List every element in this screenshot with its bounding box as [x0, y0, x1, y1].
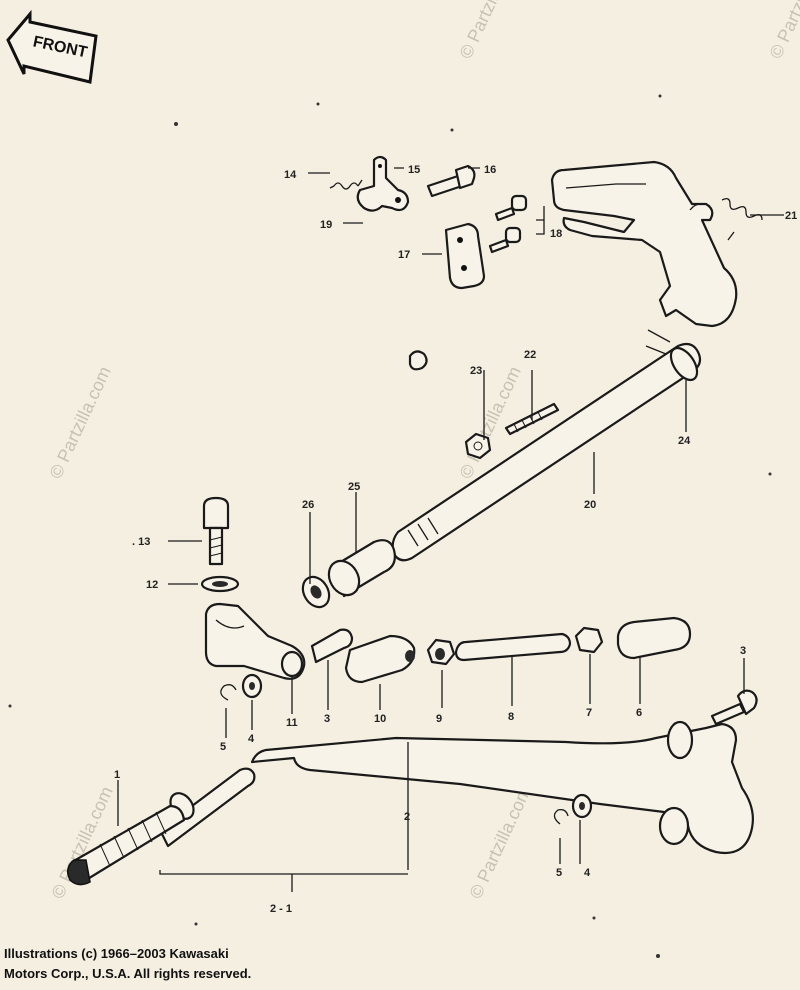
- callout-9: 9: [436, 713, 442, 725]
- clip-part: [408, 350, 428, 371]
- copyright-line-2: Motors Corp., U.S.A. All rights reserved…: [4, 966, 252, 981]
- callout-24: 24: [678, 435, 691, 447]
- nut-part-7: [574, 626, 604, 654]
- callout-23: 23: [470, 365, 482, 377]
- brake-shaft-part-20: [391, 342, 702, 562]
- washer-part-12: [200, 575, 240, 593]
- copyright-line-1: Illustrations (c) 1966–2003 Kawasaki: [4, 946, 229, 961]
- bolt-part-16: [426, 164, 476, 198]
- bolt-part-3b: [710, 689, 758, 726]
- callout-19: 19: [320, 219, 332, 231]
- brake-arm-part: [550, 160, 738, 328]
- nut-part-23: [464, 432, 492, 460]
- link-part-19: [356, 155, 410, 212]
- watermark: © Partzilla.com: [465, 783, 534, 901]
- callout-7: 7: [586, 707, 592, 719]
- spring-part-14: [329, 179, 363, 190]
- callout-2-1: 2 - 1: [270, 903, 292, 915]
- callout-3a: 3: [324, 713, 330, 725]
- clevis-part-6: [616, 616, 692, 660]
- callout-1: 1: [114, 769, 120, 781]
- clevis-part-10: [344, 634, 416, 684]
- callout-6: 6: [636, 707, 642, 719]
- callout-15: 15: [408, 164, 420, 176]
- callout-13: . 13: [132, 536, 150, 548]
- callout-21: 21: [785, 210, 797, 222]
- callout-18: 18: [550, 228, 562, 240]
- copyright-notice: Illustrations (c) 1966–2003 Kawasaki Mot…: [4, 944, 251, 984]
- callout-8: 8: [508, 711, 514, 723]
- callout-20: 20: [584, 499, 596, 511]
- pin-part-3a: [310, 628, 354, 664]
- callout-4b: 4: [584, 867, 591, 879]
- bushing-part-25: [327, 539, 396, 598]
- brake-pedal-part-2: [250, 720, 754, 855]
- callout-4a: 4: [248, 733, 255, 745]
- plate-part-17: [444, 222, 486, 290]
- collar-part-24: [645, 329, 671, 355]
- callout-10: 10: [374, 713, 386, 725]
- watermark: © Partzilla.com: [455, 0, 524, 62]
- pedal-rubber-part: [66, 804, 186, 886]
- spring-part-21: [721, 198, 763, 241]
- watermark: © Partzilla.com: [45, 363, 114, 481]
- watermark: © Partzilla.com: [765, 0, 800, 62]
- callout-2: 2: [404, 811, 410, 823]
- washer-part-4a: [241, 673, 263, 699]
- callout-11: 11: [286, 717, 298, 729]
- callout-5a: 5: [220, 741, 226, 753]
- callout-3b: 3: [740, 645, 746, 657]
- clip-part-5a: [220, 684, 237, 701]
- screw-part-18: [488, 194, 528, 254]
- callout-22: 22: [524, 349, 536, 361]
- leader-lines: [117, 167, 784, 892]
- callout-14: 14: [284, 169, 297, 181]
- callout-5b: 5: [556, 867, 562, 879]
- clip-part-5b: [553, 808, 569, 825]
- bracket-part-11: [204, 602, 306, 680]
- callout-25: 25: [348, 481, 360, 493]
- print-specks: [8, 94, 772, 958]
- callout-16: 16: [484, 164, 496, 176]
- bolt-part-13: [202, 496, 230, 566]
- callout-26: 26: [302, 499, 314, 511]
- rod-part-8: [454, 632, 572, 662]
- callout-17: 17: [398, 249, 410, 261]
- nut-part-9: [426, 638, 456, 666]
- front-arrow-icon: FRONT: [6, 9, 98, 84]
- washer-part-26: [301, 575, 331, 609]
- callout-12: 12: [146, 579, 158, 591]
- washer-part-4b: [571, 793, 593, 819]
